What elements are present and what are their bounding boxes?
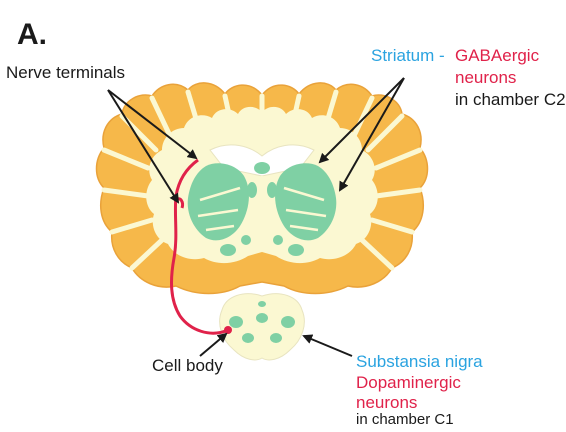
striatum-type-label-2: neurons bbox=[455, 69, 516, 86]
cell-body-label: Cell body bbox=[152, 357, 223, 374]
substantia-nigra-name-label: Substansia nigra bbox=[356, 353, 483, 370]
substantia-nigra-type-label-2: neurons bbox=[356, 394, 417, 411]
substantia-nigra-type-label: Dopaminergic bbox=[356, 374, 461, 391]
striatum-chamber-label: in chamber C2 bbox=[455, 91, 566, 108]
substantia-nigra-chamber-label: in chamber C1 bbox=[356, 412, 454, 427]
panel-label: A. bbox=[17, 20, 47, 50]
striatum-type-label: GABAergic bbox=[455, 47, 539, 64]
substantia-nigra-arrow bbox=[304, 336, 352, 356]
striatum-name-label: Striatum - bbox=[371, 47, 445, 64]
nerve-terminals-label: Nerve terminals bbox=[6, 64, 125, 81]
cell-body-arrow bbox=[200, 334, 226, 356]
cell-body-marker bbox=[224, 326, 232, 334]
